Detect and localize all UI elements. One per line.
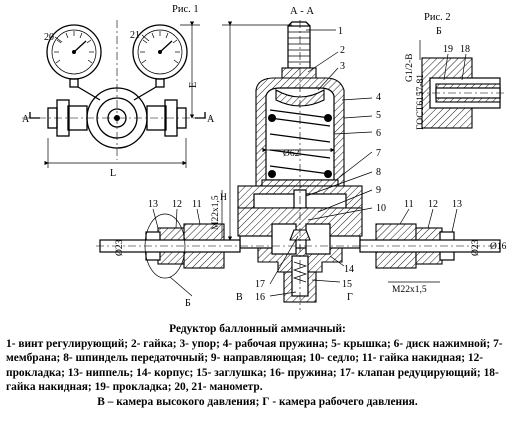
callout-2: 2 — [340, 45, 345, 56]
callout-20: 20 — [44, 32, 54, 43]
callout-14: 14 — [344, 264, 354, 275]
fig2-view — [416, 40, 505, 129]
callout-12-right: 12 — [428, 199, 438, 210]
callout-9: 9 — [376, 185, 381, 196]
chamber-v-label: В — [236, 292, 243, 303]
callout-18: 18 — [460, 44, 470, 55]
callout-1: 1 — [338, 26, 343, 37]
thread-m22-upper: M22x1,5 — [211, 195, 221, 230]
regulator-drawing: L Е А А 20 21 Рис. 1 А - А Рис. 2 — [22, 4, 507, 310]
callout-11-right: 11 — [404, 199, 414, 210]
figure-2-label: Рис. 2 — [424, 12, 451, 23]
fig2-view-label: Б — [436, 26, 442, 37]
gost-label: ГОСТ6157-81 — [416, 74, 426, 130]
callout-19: 19 — [443, 44, 453, 55]
dimension-diameter-16: Ø16 — [490, 242, 507, 252]
callout-12-left: 12 — [172, 199, 182, 210]
section-view — [96, 20, 501, 310]
figure-1-label: Рис. 1 — [172, 4, 199, 15]
callout-3: 3 — [340, 61, 345, 72]
caption-legend: 1- винт регулирующий; 2- гайка; 3- упор;… — [6, 337, 503, 394]
callout-6: 6 — [376, 128, 381, 139]
dimension-l-label: L — [110, 168, 116, 179]
callout-7: 7 — [376, 148, 381, 159]
thread-g12-b: G1/2-B — [405, 54, 415, 83]
callout-13-left: 13 — [148, 199, 158, 210]
view-marker-b: Б — [185, 298, 191, 309]
callout-15: 15 — [342, 279, 352, 290]
caption: Редуктор баллонный аммиачный: 1- винт ре… — [6, 322, 509, 410]
callout-16: 16 — [255, 292, 265, 303]
manometer-gauge-left — [46, 24, 102, 88]
dimension-height-h: Н — [220, 193, 227, 203]
manometer-gauge-right — [132, 24, 188, 88]
caption-title: Редуктор баллонный аммиачный: — [169, 323, 346, 335]
section-marker-a-left: А — [22, 114, 30, 125]
callout-21: 21 — [130, 30, 140, 41]
callout-5: 5 — [376, 110, 381, 121]
callout-13-right: 13 — [452, 199, 462, 210]
chamber-g-label: Г — [347, 292, 353, 303]
dimension-diameter-23-right: Ø23 — [471, 239, 481, 256]
callout-4: 4 — [376, 92, 381, 103]
dimension-e-label: Е — [188, 82, 199, 88]
dimension-diameter-23-left: Ø23 — [115, 239, 125, 256]
caption-footer: В – камера высокого давления; Г - камера… — [97, 395, 418, 408]
front-view — [22, 20, 212, 168]
callout-10: 10 — [376, 203, 386, 214]
callout-17: 17 — [255, 279, 265, 290]
callout-11-left: 11 — [192, 199, 202, 210]
section-a-a-label: А - А — [290, 6, 314, 17]
callout-8: 8 — [376, 167, 381, 178]
section-marker-a-right: А — [207, 114, 215, 125]
thread-m22-lower: M22x1,5 — [392, 285, 427, 295]
dimension-diameter-62: Ø62 — [283, 149, 300, 159]
